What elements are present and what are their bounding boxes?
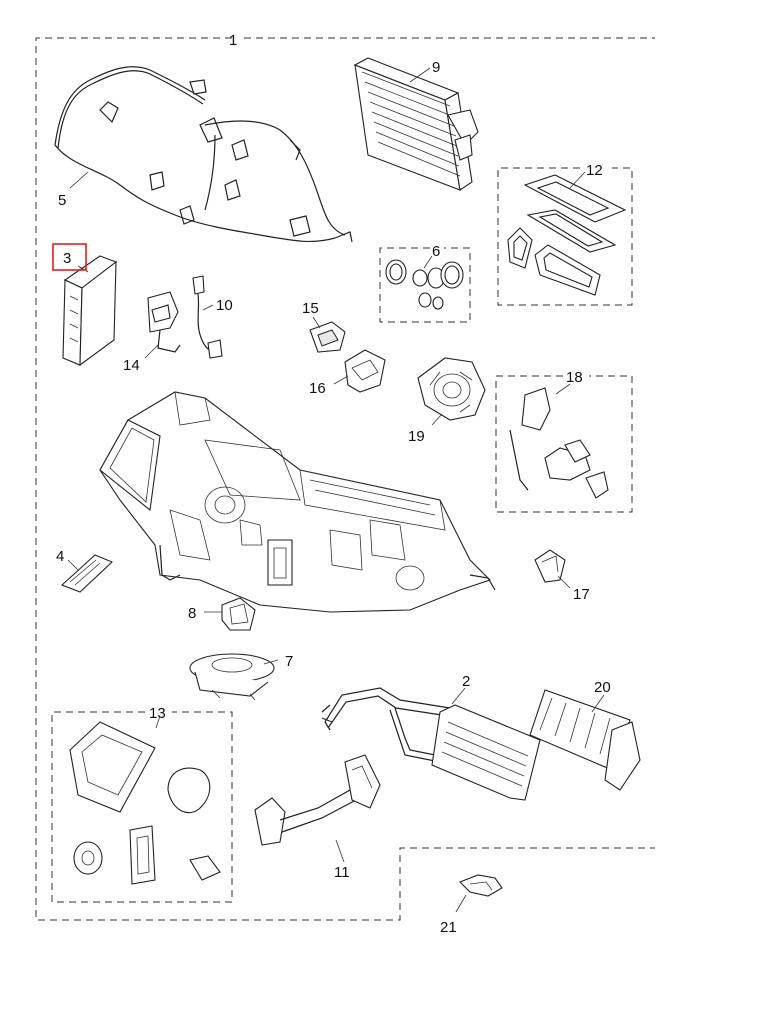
callout-10: 10 bbox=[216, 297, 233, 314]
auxiliary-core-part-20 bbox=[529, 689, 641, 791]
actuator-part-14 bbox=[144, 291, 181, 359]
resistor-part-4 bbox=[60, 554, 113, 593]
callout-21: 21 bbox=[440, 919, 457, 936]
blower-motor-part bbox=[417, 357, 486, 426]
callout-9: 9 bbox=[432, 59, 440, 76]
bracket-part-21 bbox=[455, 874, 503, 913]
callout-3-highlight-box bbox=[52, 243, 87, 271]
actuator-part-15 bbox=[309, 316, 346, 353]
cabin-air-filter-part bbox=[62, 255, 118, 367]
callout-2: 2 bbox=[462, 673, 470, 690]
callout-12: 12 bbox=[586, 162, 603, 179]
callout-3: 3 bbox=[63, 250, 71, 267]
callout-8: 8 bbox=[188, 605, 196, 622]
actuator-link-group-18 bbox=[495, 375, 633, 513]
callout-11: 11 bbox=[334, 864, 350, 881]
blower-housing-part-7 bbox=[189, 653, 279, 701]
callout-19: 19 bbox=[408, 428, 425, 445]
evaporator-core-part bbox=[353, 57, 479, 191]
sensor-part-10 bbox=[192, 275, 223, 359]
heater-core-part bbox=[321, 687, 541, 801]
pipe-assembly-part-11 bbox=[254, 754, 381, 863]
callout-18: 18 bbox=[566, 369, 583, 386]
wiring-harness-part bbox=[54, 66, 353, 243]
hvac-module-housing bbox=[99, 391, 496, 613]
sensor-part-17 bbox=[534, 549, 571, 589]
callout-17: 17 bbox=[573, 586, 590, 603]
actuator-part-16 bbox=[333, 349, 386, 393]
callout-1: 1 bbox=[229, 32, 237, 49]
o-ring-kit-group-6 bbox=[379, 247, 471, 323]
seal-kit-group-13 bbox=[51, 711, 233, 903]
seal-part-8 bbox=[204, 597, 256, 631]
callout-5: 5 bbox=[58, 192, 66, 209]
callout-4: 4 bbox=[56, 548, 64, 565]
callout-14: 14 bbox=[123, 357, 140, 374]
callout-13: 13 bbox=[149, 705, 166, 722]
callout-6: 6 bbox=[432, 243, 440, 260]
seal-set-group-12 bbox=[497, 167, 633, 306]
callout-16: 16 bbox=[309, 380, 326, 397]
callout-15: 15 bbox=[302, 300, 319, 317]
callout-7: 7 bbox=[285, 653, 293, 670]
callout-20: 20 bbox=[594, 679, 611, 696]
assembly-boundary-1 bbox=[35, 37, 655, 921]
